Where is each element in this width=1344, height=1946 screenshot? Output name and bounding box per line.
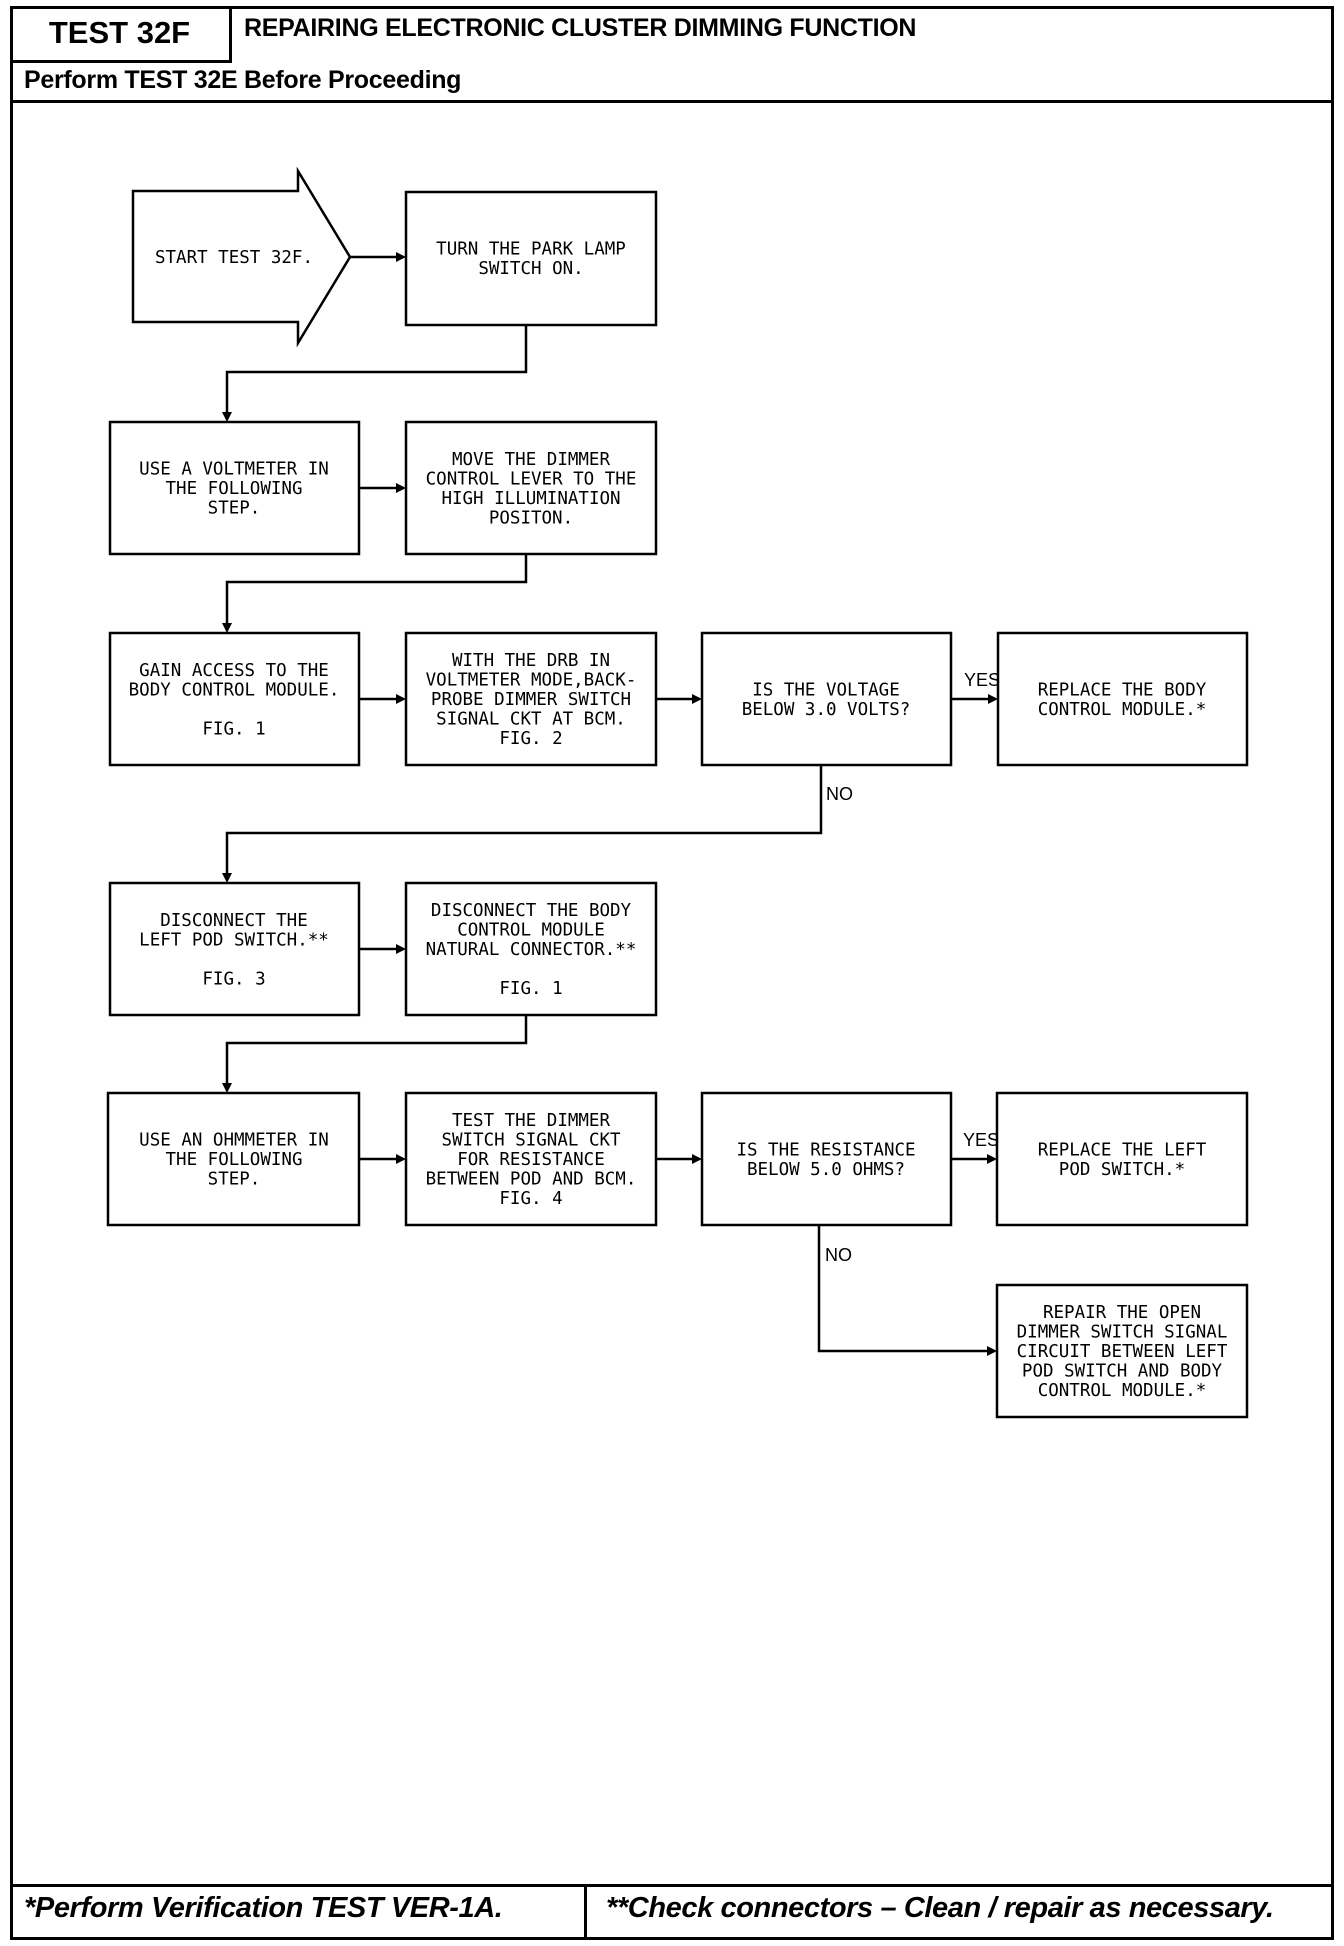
start-label: START TEST 32F. xyxy=(155,248,313,268)
box-text-line: IS THE VOLTAGE xyxy=(752,680,900,700)
box-text-line: TEST THE DIMMER xyxy=(452,1111,611,1131)
box-text-line: GAIN ACCESS TO THE xyxy=(139,661,329,681)
footnote-verification: *Perform Verification TEST VER-1A. xyxy=(24,1892,503,1924)
box-text-line: SWITCH SIGNAL CKT xyxy=(441,1131,621,1151)
box-text-line: DIMMER SWITCH SIGNAL xyxy=(1017,1323,1228,1343)
box-text-line: REPLACE THE BODY xyxy=(1038,680,1207,700)
prerequisite-note: Perform TEST 32E Before Proceeding xyxy=(24,66,462,94)
box-text-line: POD SWITCH.* xyxy=(1059,1160,1185,1180)
step-park-lamp xyxy=(404,190,658,327)
start-arrow-shape xyxy=(131,166,352,348)
step-replace-pod xyxy=(995,1091,1249,1227)
box-text-line: FIG. 4 xyxy=(499,1189,562,1209)
yes-label-resistance: YES xyxy=(963,1130,999,1150)
box-text-line: NATURAL CONNECTOR.** xyxy=(426,940,637,960)
connectors xyxy=(222,252,998,1356)
box-text-line: MOVE THE DIMMER xyxy=(452,450,611,470)
box-text-line: CIRCUIT BETWEEN LEFT xyxy=(1017,1342,1228,1362)
step-disconnect-pod xyxy=(108,881,361,1017)
box-text-line: THE FOLLOWING xyxy=(166,1150,303,1170)
box-text-line: STEP. xyxy=(208,1170,261,1190)
box-text-line: CONTROL MODULE xyxy=(457,921,605,941)
footer-separator xyxy=(584,1884,587,1940)
box-text-line: BODY CONTROL MODULE. xyxy=(129,680,340,700)
step-replace-bcm xyxy=(996,631,1249,767)
box-text-line: POSITON. xyxy=(489,508,573,528)
step-test-resistance xyxy=(404,1091,658,1227)
box-text-line: BELOW 5.0 OHMS? xyxy=(747,1160,905,1180)
box-text-line: START TEST 32F. xyxy=(155,248,313,268)
no-label-voltage: NO xyxy=(826,784,853,804)
box-text-line: FIG. 1 xyxy=(202,719,265,739)
box-text-line: CONTROL MODULE.* xyxy=(1038,700,1207,720)
footer-divider xyxy=(10,1884,1334,1887)
box-text-line: REPAIR THE OPEN xyxy=(1043,1303,1201,1323)
page-title: REPAIRING ELECTRONIC CLUSTER DIMMING FUN… xyxy=(244,14,917,42)
step-disconnect-bcm xyxy=(404,881,658,1017)
box-text-line: VOLTMETER MODE,BACK- xyxy=(426,671,637,691)
box-text-line: DISCONNECT THE xyxy=(160,911,308,931)
test-id: TEST 32F xyxy=(10,6,232,63)
box-text-line: SWITCH ON. xyxy=(478,259,583,279)
box-text-line: TURN THE PARK LAMP xyxy=(436,239,626,259)
no-label-resistance: NO xyxy=(825,1245,852,1265)
box-text-line: HIGH ILLUMINATION xyxy=(441,489,620,509)
step-ohmmeter xyxy=(106,1091,361,1227)
box-text-line: PROBE DIMMER SWITCH xyxy=(431,690,631,710)
step-dimmer-high xyxy=(404,420,658,556)
box-text-line: DISCONNECT THE BODY xyxy=(431,901,632,921)
page-frame xyxy=(10,6,1334,1940)
footnote-connectors: **Check connectors – Clean / repair as n… xyxy=(606,1892,1274,1924)
box-text-line: FIG. 3 xyxy=(202,969,265,989)
yes-label-voltage: YES xyxy=(964,670,1000,690)
box-text-line: THE FOLLOWING xyxy=(166,479,303,499)
box-text-line: BETWEEN POD AND BCM. xyxy=(426,1170,637,1190)
box-text-line: BELOW 3.0 VOLTS? xyxy=(742,700,911,720)
box-text-line: FIG. 2 xyxy=(499,729,562,749)
box-text-line: STEP. xyxy=(208,499,261,519)
box-text-line: IS THE RESISTANCE xyxy=(736,1140,915,1160)
box-text-line: CONTROL LEVER TO THE xyxy=(426,469,637,489)
box-text-line: FIG. 1 xyxy=(499,979,562,999)
box-text-line: REPLACE THE LEFT xyxy=(1038,1140,1207,1160)
box-text-line: FOR RESISTANCE xyxy=(457,1150,605,1170)
box-text-line: POD SWITCH AND BODY xyxy=(1022,1362,1223,1382)
box-text-line: WITH THE DRB IN xyxy=(452,651,610,671)
box-text-line: USE A VOLTMETER IN xyxy=(139,460,329,480)
header-divider xyxy=(10,100,1334,103)
box-text-line: LEFT POD SWITCH.** xyxy=(139,930,329,950)
box-text-line: SIGNAL CKT AT BCM. xyxy=(436,710,626,730)
step-repair-circuit xyxy=(995,1283,1249,1419)
box-text-line: USE AN OHMMETER IN xyxy=(139,1131,329,1151)
box-text-line: CONTROL MODULE.* xyxy=(1038,1381,1207,1401)
